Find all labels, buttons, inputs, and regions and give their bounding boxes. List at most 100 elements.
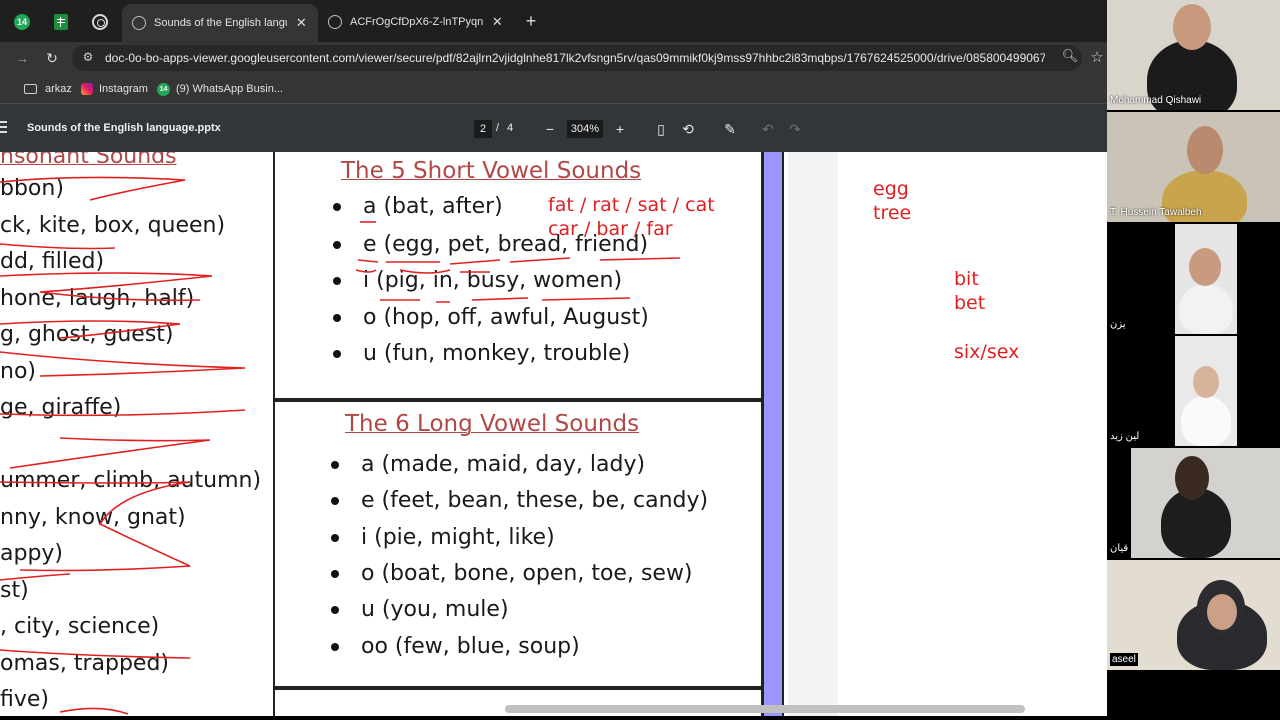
page-gutter (788, 152, 838, 716)
horizontal-scrollbar-thumb[interactable] (505, 705, 1025, 713)
participant-tile[interactable]: T. Hussein Tawalbeh (1107, 112, 1280, 222)
bookmark-arkaz[interactable]: arkaz (24, 81, 72, 97)
participant-video (1207, 594, 1237, 630)
short-vowel-item: a (bat, after) (333, 194, 503, 219)
participant-video (1147, 40, 1237, 110)
bookmark-label: Instagram (99, 83, 148, 95)
short-vowel-text: e (egg, pet, bread, friend) (363, 232, 649, 257)
consonant-item: hone, laugh, half) (0, 286, 195, 311)
bookmark-whatsapp-business[interactable]: 14 (9) WhatsApp Busin... (157, 81, 283, 97)
zoom-level-input[interactable]: 304% (567, 120, 603, 138)
bullet-icon (333, 349, 341, 358)
scribble-stroke (0, 481, 191, 572)
note-word: six/sex (954, 341, 1020, 363)
close-tab-icon[interactable]: ✕ (295, 15, 307, 30)
note-word: bet (954, 292, 986, 314)
bullet-icon (331, 569, 339, 578)
participant-video (1189, 248, 1221, 286)
long-vowels-title: The 6 Long Vowel Sounds (345, 411, 640, 437)
participant-tile[interactable]: يزن (1107, 224, 1237, 334)
globe-icon (328, 15, 342, 29)
participant-name: T. Hussein Tawalbeh (1110, 207, 1202, 218)
instagram-icon (81, 83, 93, 95)
participant-name: Mohammad Qishawi (1110, 95, 1202, 106)
folder-icon (24, 84, 37, 94)
scribble-stroke (0, 320, 181, 339)
pdf-toolbar: Sounds of the English language.pptx 2 / … (0, 104, 1107, 152)
scribble-stroke (0, 243, 116, 250)
zoom-in-button[interactable]: + (615, 121, 625, 137)
short-vowel-text: a (bat, after) (363, 194, 503, 219)
slide-accent-bar (762, 152, 784, 716)
note-word: tree (873, 202, 912, 224)
scribble-stroke (0, 272, 213, 302)
long-vowel-item: a (made, maid, day, lady) (331, 452, 645, 477)
menu-icon[interactable] (0, 121, 10, 133)
long-vowel-item: oo (few, blue, soup) (331, 634, 580, 659)
consonant-item: nny, know, gnat) (0, 505, 186, 530)
short-vowel-text: u (fun, monkey, trouble) (363, 341, 631, 366)
participant-tile[interactable]: Mohammad Qishawi (1107, 0, 1280, 110)
whatsapp-business-icon: 14 (157, 82, 170, 96)
document-title: Sounds of the English language.pptx (27, 122, 221, 134)
bullet-icon (333, 240, 341, 249)
video-call-panel: Mohammad Qishawi T. Hussein Tawalbeh يزن… (1107, 0, 1280, 720)
participant-video (1131, 448, 1280, 558)
bookmark-star-icon[interactable]: ☆ (1090, 49, 1104, 66)
pinned-tab-whatsapp[interactable]: 14 (8, 9, 36, 35)
fit-page-icon[interactable]: ▯ (657, 121, 665, 137)
consonant-item: no) (0, 359, 36, 384)
tab-title: Sounds of the English language (154, 17, 287, 29)
reload-icon[interactable]: ↻ (46, 50, 58, 66)
bookmark-label: (9) WhatsApp Busin... (176, 83, 283, 95)
tab-acfr-document[interactable]: ACFrOgCfDpX6-Z-lnTPyqndL7t ✕ (318, 4, 514, 40)
zoom-magnifier-icon[interactable]: 🔍︎ (1061, 48, 1079, 63)
bullet-icon (333, 276, 341, 285)
scribble-stroke (0, 573, 71, 581)
participant-video (1162, 170, 1247, 222)
handwritten-annotation: car / bar / far (548, 218, 673, 240)
scribble-stroke (59, 707, 129, 715)
participant-tile[interactable]: aseel (1107, 560, 1280, 670)
participant-tile[interactable]: قيان (1107, 448, 1280, 558)
browser-window: 14 Sounds of the English language ✕ ACFr… (0, 0, 1107, 720)
redo-icon[interactable]: ↷ (789, 121, 801, 137)
underline-annotations (355, 221, 681, 303)
underline-stroke (355, 269, 490, 274)
underline-stroke (380, 297, 631, 303)
long-vowel-text: i (pie, might, like) (361, 525, 555, 550)
new-tab-button[interactable]: + (525, 11, 537, 31)
pinned-tab-chatgpt[interactable] (86, 9, 114, 35)
rotate-icon[interactable]: ⟲ (682, 121, 694, 137)
page-total: 4 (507, 122, 514, 134)
bullet-icon (331, 642, 339, 651)
bookmark-instagram[interactable]: Instagram (81, 81, 148, 97)
consonant-item: g, ghost, guest) (0, 322, 174, 347)
page-separator: / (496, 122, 500, 134)
note-word: egg (873, 178, 909, 200)
tab-sounds-english[interactable]: Sounds of the English language ✕ (122, 4, 318, 42)
long-vowel-item: e (feet, bean, these, be, candy) (331, 488, 708, 513)
page-number-input[interactable]: 2 (474, 120, 492, 138)
participant-video (1179, 284, 1233, 334)
zoom-out-button[interactable]: − (545, 121, 555, 137)
url-text[interactable]: doc-0o-bo-apps-viewer.googleusercontent.… (105, 51, 1045, 65)
site-info-icon[interactable]: ⚙ (82, 50, 94, 64)
badge-count: 14 (159, 85, 168, 93)
participant-video (1181, 396, 1231, 446)
undo-icon[interactable]: ↶ (762, 121, 774, 137)
short-vowel-text: i (pig, in, busy, women) (363, 268, 623, 293)
address-bar[interactable]: ⚙ doc-0o-bo-apps-viewer.googleuserconten… (72, 45, 1082, 71)
whatsapp-badge-icon: 14 (14, 14, 30, 30)
tab-title: ACFrOgCfDpX6-Z-lnTPyqndL7t (350, 16, 483, 28)
pinned-tab-sheets[interactable] (47, 9, 75, 35)
pdf-viewport[interactable]: nsonant Sounds bbon) ck, kite, box, quee… (0, 152, 1107, 716)
annotate-pen-icon[interactable]: ✎ (724, 121, 736, 137)
participant-tile[interactable]: لين زيد (1107, 336, 1237, 446)
forward-icon[interactable]: → (15, 50, 29, 66)
consonant-item: , city, science) (0, 614, 160, 639)
long-vowel-text: a (made, maid, day, lady) (361, 452, 646, 477)
participant-name: قيان (1110, 543, 1129, 554)
close-tab-icon[interactable]: ✕ (491, 14, 503, 29)
long-vowel-text: oo (few, blue, soup) (361, 634, 580, 659)
